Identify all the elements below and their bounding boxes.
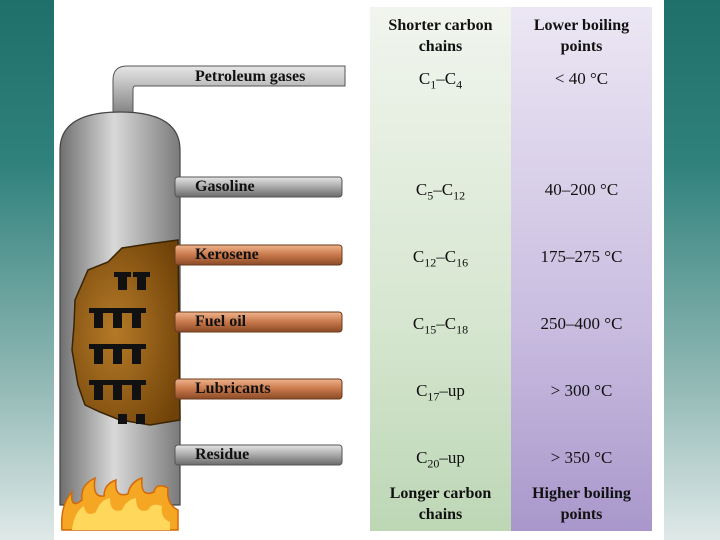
- carbon-range-petroleum-gases: C1–C4: [418, 69, 463, 92]
- fraction-properties-table: Shorter carbon chains Lower boiling poin…: [370, 7, 652, 531]
- label-petroleum-gases: Petroleum gases: [195, 68, 306, 85]
- distillation-tower-illustration: [59, 65, 346, 531]
- header-lower-boiling-points: Lower boiling points: [533, 17, 630, 55]
- label-residue: Residue: [195, 446, 250, 463]
- bubble-cap-row-2: [89, 308, 146, 328]
- kerosene-pipe: [174, 244, 343, 266]
- bp-fuel-oil: 250–400 °C: [540, 314, 623, 333]
- residue-pipe: [174, 444, 343, 466]
- footer-higher-boiling-points: Higher boiling points: [532, 485, 631, 523]
- bubble-cap-row-5: [118, 414, 145, 424]
- flame-icon: [60, 476, 179, 531]
- bubble-cap-row-1: [114, 272, 150, 290]
- boiling-point-column: [511, 7, 652, 531]
- fuel-oil-pipe: [174, 311, 343, 333]
- bp-gasoline: 40–200 °C: [544, 180, 619, 199]
- label-lubricants: Lubricants: [195, 380, 271, 397]
- carbon-range-kerosene: C12–C16: [412, 247, 469, 270]
- bp-kerosene: 175–275 °C: [540, 247, 623, 266]
- bubble-caps: [89, 272, 150, 424]
- tower-cutaway: [71, 239, 181, 426]
- bp-petroleum-gases: < 40 °C: [554, 69, 609, 88]
- bubble-cap-row-3: [89, 344, 146, 364]
- carbon-chain-column: [370, 7, 511, 531]
- header-shorter-carbon-chains: Shorter carbon chains: [388, 17, 493, 55]
- bp-lubricants: > 300 °C: [550, 381, 613, 400]
- footer-longer-carbon-chains: Longer carbon chains: [389, 485, 492, 523]
- label-fuel-oil: Fuel oil: [195, 313, 247, 330]
- lubricants-pipe: [174, 378, 343, 400]
- gas-outlet-pipe: [112, 65, 346, 126]
- bubble-cap-row-4: [89, 380, 146, 400]
- label-kerosene: Kerosene: [195, 246, 259, 263]
- carbon-range-fuel-oil: C15–C18: [412, 314, 469, 337]
- gasoline-pipe: [174, 176, 343, 198]
- carbon-range-residue: C20–up: [416, 448, 465, 471]
- label-gasoline: Gasoline: [195, 178, 255, 195]
- carbon-range-lubricants: C17–up: [416, 381, 465, 404]
- bp-residue: > 350 °C: [550, 448, 613, 467]
- carbon-range-gasoline: C5–C12: [415, 180, 466, 203]
